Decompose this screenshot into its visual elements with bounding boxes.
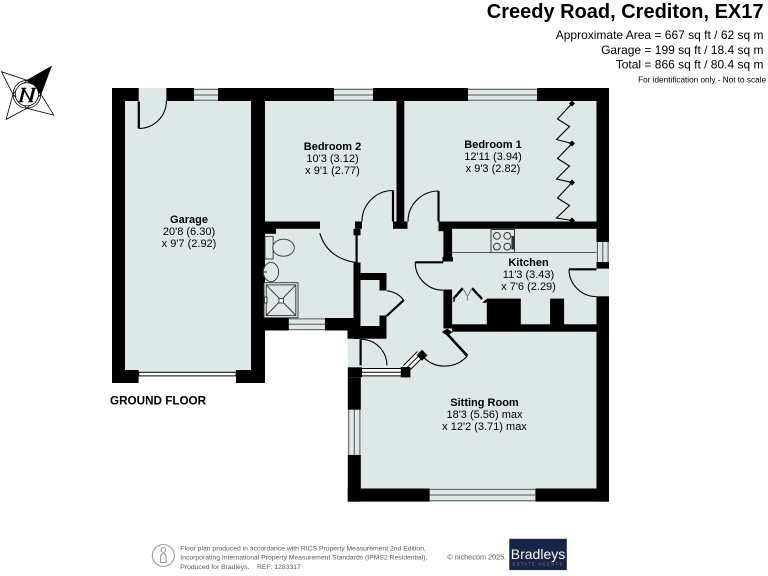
svg-text:Garage: Garage bbox=[170, 214, 208, 226]
svg-text:Total = 866 sq ft / 80.4 sq m: Total = 866 sq ft / 80.4 sq m bbox=[616, 58, 764, 72]
svg-text:Floor plan produced in accorda: Floor plan produced in accordance with R… bbox=[180, 546, 426, 553]
svg-text:© nichecom 2025.: © nichecom 2025. bbox=[447, 553, 506, 562]
svg-text:Bradleys: Bradleys bbox=[511, 546, 565, 562]
svg-text:x 12'2 (3.71) max: x 12'2 (3.71) max bbox=[442, 421, 527, 433]
svg-text:Produced for Bradleys. REF:: Produced for Bradleys. REF: 1283317 bbox=[180, 564, 301, 571]
svg-text:Incorporating International Pr: Incorporating International Property Mea… bbox=[180, 555, 427, 562]
svg-text:Kitchen: Kitchen bbox=[508, 257, 549, 269]
svg-text:x 9'7 (2.92): x 9'7 (2.92) bbox=[162, 238, 217, 250]
svg-text:x 9'3 (2.82): x 9'3 (2.82) bbox=[466, 163, 521, 175]
svg-text:Bedroom 2: Bedroom 2 bbox=[304, 141, 361, 153]
svg-text:Creedy Road, Crediton, EX17: Creedy Road, Crediton, EX17 bbox=[487, 1, 764, 23]
svg-text:20'8 (6.30): 20'8 (6.30) bbox=[163, 226, 215, 238]
svg-text:Approximate Area = 667 sq ft /: Approximate Area = 667 sq ft / 62 sq m bbox=[556, 28, 764, 42]
svg-text:For identification only - Not: For identification only - Not to scale bbox=[638, 75, 766, 84]
svg-text:12'11 (3.94): 12'11 (3.94) bbox=[464, 151, 522, 163]
svg-text:x 9'1 (2.77): x 9'1 (2.77) bbox=[305, 165, 360, 177]
svg-text:10'3 (3.12): 10'3 (3.12) bbox=[306, 153, 358, 165]
svg-text:Garage = 199 sq ft / 18.4 sq m: Garage = 199 sq ft / 18.4 sq m bbox=[601, 43, 763, 57]
svg-text:ESTATE AGENTS: ESTATE AGENTS bbox=[512, 562, 563, 567]
svg-text:Bedroom 1: Bedroom 1 bbox=[464, 139, 521, 151]
svg-text:GROUND FLOOR: GROUND FLOOR bbox=[110, 394, 207, 407]
svg-text:Sitting Room: Sitting Room bbox=[450, 397, 519, 409]
svg-text:11'3 (3.43): 11'3 (3.43) bbox=[503, 269, 554, 281]
svg-text:18'3 (5.56) max: 18'3 (5.56) max bbox=[446, 409, 523, 421]
svg-text:x 7'6 (2.29): x 7'6 (2.29) bbox=[501, 281, 556, 293]
